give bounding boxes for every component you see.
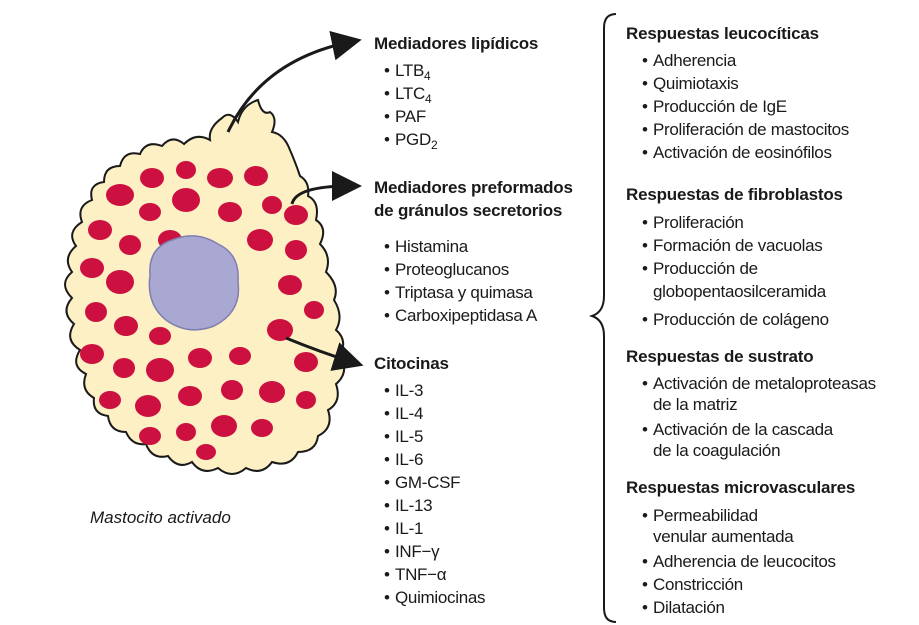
granule <box>304 301 324 319</box>
granule <box>80 258 104 278</box>
microvascular-item: •Constricción <box>642 575 743 594</box>
granule <box>229 347 251 365</box>
cytokine-item: •IL-1 <box>384 519 424 538</box>
granule <box>88 220 112 240</box>
microvascular-item-continued: venular aumentada <box>653 527 794 546</box>
granule <box>285 240 307 260</box>
granule <box>80 344 104 364</box>
granule <box>149 327 171 345</box>
granule <box>221 380 243 400</box>
lipid-item: •PGD2 <box>384 130 438 152</box>
granule <box>278 275 302 295</box>
microvascular-item: •Dilatación <box>642 598 725 617</box>
granule <box>113 358 135 378</box>
arrow-preformed <box>290 171 362 205</box>
lipid-item: •LTC4 <box>384 84 432 106</box>
nucleus <box>148 235 240 331</box>
microvascular-item: •Adherencia de leucocitos <box>642 552 836 571</box>
substrate-item: •Activación de metaloproteasas <box>642 374 876 393</box>
granule <box>146 358 174 382</box>
cytokine-item: •GM-CSF <box>384 473 461 492</box>
leukocyte-item: •Producción de IgE <box>642 97 787 116</box>
microvascular-title: Respuestas microvasculares <box>626 478 856 497</box>
granule <box>267 319 293 341</box>
preformed-item: •Histamina <box>384 237 468 256</box>
cytokine-item: •IL-13 <box>384 496 433 515</box>
granule <box>188 348 212 368</box>
cytokine-item: •TNF−α <box>384 565 447 584</box>
cytokines-title: Citocinas <box>374 354 449 373</box>
granule <box>135 395 161 417</box>
granule <box>247 229 273 251</box>
granule <box>119 235 141 255</box>
leukocyte-item: •Adherencia <box>642 51 737 70</box>
granule <box>296 391 316 409</box>
granule <box>139 203 161 221</box>
preformed-title-line1: Mediadores preformados <box>374 178 573 197</box>
granule <box>114 316 138 336</box>
fibroblast-item: •Producción de colágeno <box>642 310 829 329</box>
fibroblast-item: •Proliferación <box>642 213 744 232</box>
substrate-item-continued: de la coagulación <box>653 441 781 460</box>
cytokine-item: •INF−γ <box>384 542 440 561</box>
granule <box>140 168 164 188</box>
cytokine-item: •IL-3 <box>384 381 424 400</box>
granule <box>259 381 285 403</box>
granule <box>176 161 196 179</box>
cytokine-item: •Quimiocinas <box>384 588 486 607</box>
substrate-item-continued: de la matriz <box>653 395 738 414</box>
granule <box>85 302 107 322</box>
fibroblast-title: Respuestas de fibroblastos <box>626 185 843 204</box>
leukocyte-item: •Activación de eosinófilos <box>642 143 832 162</box>
preformed-title-line2: de gránulos secretorios <box>374 201 563 220</box>
responses-brace <box>588 13 617 623</box>
granule <box>99 391 121 409</box>
granule <box>207 168 233 188</box>
lipid-item: •LTB4 <box>384 61 431 83</box>
arrow-lipid <box>226 30 362 133</box>
fibroblast-item-continued: globopentaosilceramida <box>653 282 826 301</box>
substrate-item: •Activación de la cascada <box>642 420 833 439</box>
cytokine-item: •IL-5 <box>384 427 424 446</box>
leukocyte-item: •Quimiotaxis <box>642 74 739 93</box>
granule <box>284 205 308 225</box>
granule <box>211 415 237 437</box>
preformed-item: •Triptasa y quimasa <box>384 283 533 302</box>
granule <box>244 166 268 186</box>
leukocyte-item: •Proliferación de mastocitos <box>642 120 849 139</box>
cytokine-item: •IL-6 <box>384 450 424 469</box>
granule <box>106 270 134 294</box>
granule <box>106 184 134 206</box>
lipid-mediators-title: Mediadores lipídicos <box>374 34 539 53</box>
granule <box>262 196 282 214</box>
preformed-item: •Proteoglucanos <box>384 260 509 279</box>
granule <box>176 423 196 441</box>
fibroblast-item: •Formación de vacuolas <box>642 236 823 255</box>
granule <box>172 188 200 212</box>
substrate-title: Respuestas de sustrato <box>626 347 814 366</box>
preformed-item: •Carboxipeptidasa A <box>384 306 538 325</box>
fibroblast-item: •Producción de <box>642 259 758 278</box>
microvascular-item: •Permeabilidad <box>642 506 758 525</box>
arrow-cytokines <box>285 336 364 371</box>
lipid-item: •PAF <box>384 107 426 126</box>
granule <box>178 386 202 406</box>
granule <box>251 419 273 437</box>
granule <box>218 202 242 222</box>
granule <box>294 352 318 372</box>
cell-caption: Mastocito activado <box>90 508 231 527</box>
cytokine-item: •IL-4 <box>384 404 424 423</box>
granule <box>196 444 216 460</box>
granule <box>139 427 161 445</box>
leukocyte-title: Respuestas leucocíticas <box>626 24 819 43</box>
